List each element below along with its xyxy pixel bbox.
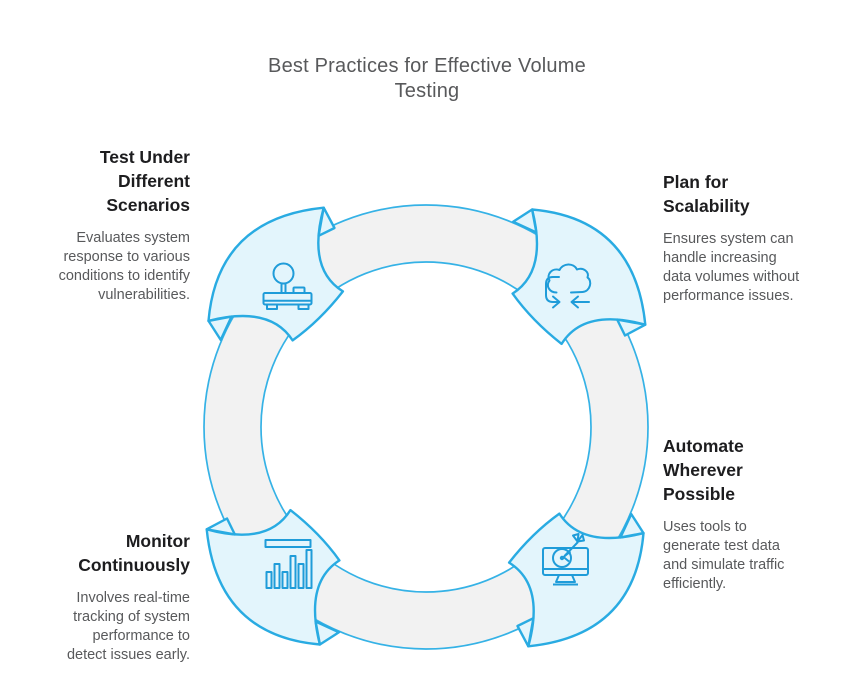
cloud-sync-icon <box>545 263 592 309</box>
heading-line: Scenarios <box>106 195 190 215</box>
heading-line: Automate <box>663 436 744 456</box>
description-line: tracking of system <box>73 609 190 625</box>
scale-icon <box>262 262 313 310</box>
description-line: data volumes without <box>663 269 800 285</box>
description-line: conditions to identify <box>58 268 190 284</box>
description-line: detect issues early. <box>66 647 190 663</box>
description-line: Uses tools to <box>663 519 747 535</box>
description-line: handle increasing <box>663 250 777 266</box>
node-heading: Test Under Different Scenarios <box>0 145 190 217</box>
description-line: generate test data <box>663 538 780 554</box>
description-line: and simulate traffic <box>663 557 785 573</box>
description-line: Ensures system can <box>663 231 794 247</box>
description-line: Involves real-time <box>76 590 190 606</box>
description-line: Evaluates system <box>76 230 190 246</box>
monitor-target-icon <box>542 533 589 586</box>
page-title-line: Testing <box>394 79 460 102</box>
node-description: Involves real-time tracking of system pe… <box>0 589 190 665</box>
heading-line: Possible <box>663 484 735 504</box>
description-line: performance issues. <box>663 288 794 304</box>
bar-chart-icon <box>264 539 313 589</box>
heading-line: Different <box>118 171 190 191</box>
description-line: response to various <box>63 249 190 265</box>
node-top-left: Test Under Different Scenarios Evaluates… <box>0 145 190 305</box>
node-heading: Monitor Continuously <box>0 529 190 577</box>
node-heading: Automate Wherever Possible <box>663 434 833 506</box>
description-line: vulnerabilities. <box>98 287 190 303</box>
node-bottom-right: Automate Wherever Possible Uses tools to… <box>663 434 833 594</box>
page-title: Best Practices for Effective Volume Test… <box>0 54 854 103</box>
node-description: Ensures system can handle increasing dat… <box>663 230 833 306</box>
node-description: Uses tools to generate test data and sim… <box>663 518 833 594</box>
heading-line: Test Under <box>99 147 190 167</box>
heading-line: Plan for <box>663 172 729 192</box>
description-line: efficiently. <box>663 576 727 592</box>
heading-line: Continuously <box>78 555 190 575</box>
node-top-right: Plan for Scalability Ensures system can … <box>663 170 833 306</box>
node-heading: Plan for Scalability <box>663 170 833 218</box>
ring-inner-circle <box>260 261 592 593</box>
description-line: performance to <box>92 628 190 644</box>
heading-line: Scalability <box>663 196 750 216</box>
heading-line: Monitor <box>125 531 190 551</box>
node-description: Evaluates system response to various con… <box>0 229 190 305</box>
node-bottom-left: Monitor Continuously Involves real-time … <box>0 529 190 665</box>
page-title-line: Best Practices for Effective Volume <box>268 55 586 77</box>
heading-line: Wherever <box>663 460 743 480</box>
